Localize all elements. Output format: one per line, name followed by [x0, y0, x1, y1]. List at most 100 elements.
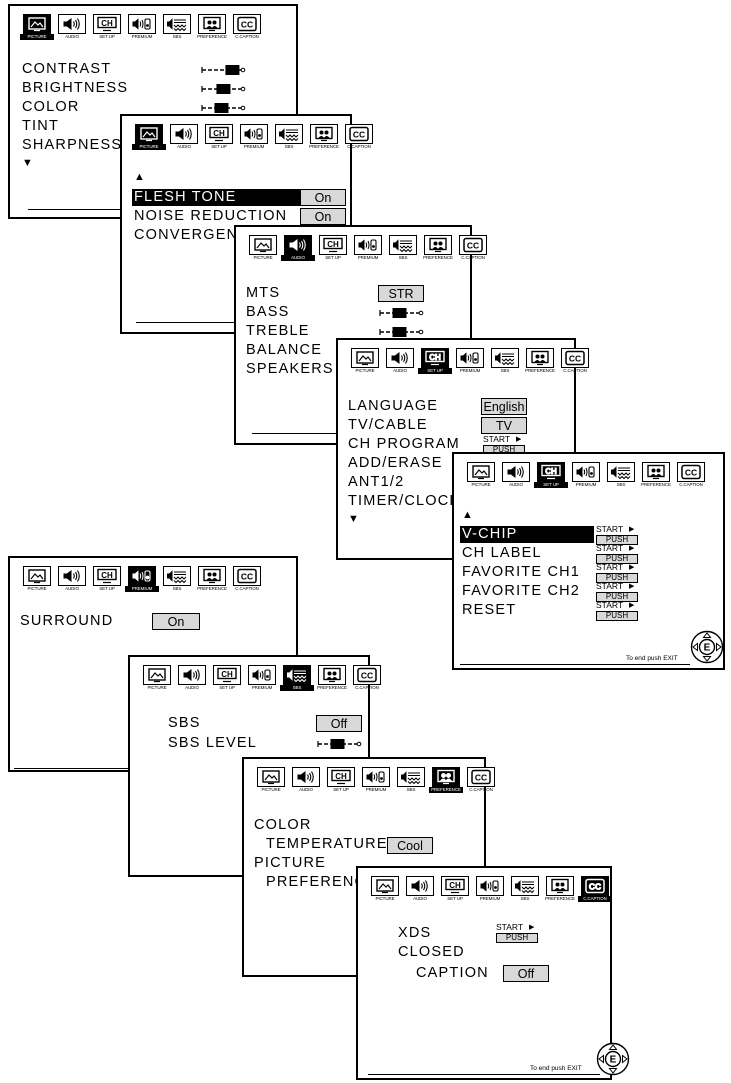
menu-item-color-temperature[interactable]: TEMPERATURE: [266, 836, 388, 852]
tab-audio[interactable]: AUDIO: [55, 566, 89, 592]
contrast-slider[interactable]: [200, 64, 246, 76]
tab-picture[interactable]: PICTURE: [368, 876, 402, 902]
language-value[interactable]: English: [481, 398, 527, 415]
menu-item-xds[interactable]: XDS: [398, 925, 432, 941]
tab-premium[interactable]: PREMIUM: [237, 124, 271, 150]
color-temperature-value[interactable]: Cool: [387, 837, 433, 854]
tab-preference[interactable]: PREFERENCE: [421, 235, 455, 261]
tab-audio[interactable]: AUDIO: [55, 14, 89, 40]
sbs-value[interactable]: Off: [316, 715, 362, 732]
menu-item-add-erase[interactable]: ADD/ERASE: [348, 455, 443, 471]
tab-picture[interactable]: PICTURE: [20, 14, 54, 40]
tab-sbs[interactable]: SBS: [508, 876, 542, 902]
menu-item-caption[interactable]: CAPTION: [416, 965, 489, 981]
menu-item-color[interactable]: COLOR: [254, 817, 312, 833]
tab-sbs[interactable]: SBS: [160, 566, 194, 592]
menu-item-noise-reduction[interactable]: NOISE REDUCTION: [134, 208, 288, 224]
tab-audio[interactable]: AUDIO: [175, 665, 209, 691]
menu-item-favorite-ch2[interactable]: FAVORITE CH2: [462, 583, 581, 599]
menu-item-color[interactable]: COLOR: [22, 99, 80, 115]
menu-item-favorite-ch1[interactable]: FAVORITE CH1: [462, 564, 581, 580]
tab-sbs[interactable]: SBS: [386, 235, 420, 261]
tab-audio[interactable]: AUDIO: [403, 876, 437, 902]
sbs-level-slider[interactable]: [316, 738, 362, 750]
menu-item-reset[interactable]: RESET: [462, 602, 517, 618]
menu-item-speakers[interactable]: SPEAKERS: [246, 361, 334, 377]
tab-preference[interactable]: PREFERENCE: [523, 348, 557, 374]
mts-value[interactable]: STR: [378, 285, 424, 302]
menu-item-closed[interactable]: CLOSED: [398, 944, 465, 960]
tab-premium[interactable]: PREMIUM: [569, 462, 603, 488]
menu-item-picture-preference[interactable]: PREFERENCE: [266, 874, 378, 890]
menu-item-brightness[interactable]: BRIGHTNESS: [22, 80, 129, 96]
tab-audio[interactable]: AUDIO: [499, 462, 533, 488]
tab-sbs[interactable]: SBS: [272, 124, 306, 150]
menu-item-v-chip[interactable]: V-CHIP: [460, 526, 594, 543]
tab-preference[interactable]: PREFERENCE: [543, 876, 577, 902]
tab-sbs[interactable]: SBS: [488, 348, 522, 374]
tab-sbs[interactable]: SBS: [394, 767, 428, 793]
caption-value[interactable]: Off: [503, 965, 549, 982]
menu-item-balance[interactable]: BALANCE: [246, 342, 323, 358]
tab-picture[interactable]: PICTURE: [464, 462, 498, 488]
menu-item-surround[interactable]: SURROUND: [20, 613, 114, 629]
menu-item-bass[interactable]: BASS: [246, 304, 290, 320]
menu-item-sbs-level[interactable]: SBS LEVEL: [168, 735, 257, 751]
tab-premium[interactable]: PREMIUM: [359, 767, 393, 793]
treble-slider[interactable]: [378, 326, 424, 338]
bass-slider[interactable]: [378, 307, 424, 319]
tab-premium[interactable]: PREMIUM: [245, 665, 279, 691]
menu-item-treble[interactable]: TREBLE: [246, 323, 310, 339]
brightness-slider[interactable]: [200, 83, 246, 95]
tab-audio[interactable]: AUDIO: [289, 767, 323, 793]
menu-item-sbs[interactable]: SBS: [168, 715, 201, 731]
tab-picture[interactable]: PICTURE: [20, 566, 54, 592]
tab-premium[interactable]: PREMIUM: [453, 348, 487, 374]
color-slider[interactable]: [200, 102, 246, 114]
tab-preference[interactable]: PREFERENCE: [307, 124, 341, 150]
menu-item-flesh-tone[interactable]: FLESH TONE: [132, 189, 304, 206]
menu-item-ch-program[interactable]: CH PROGRAM: [348, 436, 460, 452]
tab-preference[interactable]: PREFERENCE: [639, 462, 673, 488]
tab-preference[interactable]: PREFERENCE: [195, 14, 229, 40]
menu-item-ant[interactable]: ANT1/2: [348, 474, 405, 490]
tab-audio[interactable]: AUDIO: [167, 124, 201, 150]
menu-item-timer-clock[interactable]: TIMER/CLOCK: [348, 493, 461, 509]
tab-sbs[interactable]: SBS: [160, 14, 194, 40]
surround-value[interactable]: On: [152, 613, 200, 630]
tab-picture[interactable]: PICTURE: [132, 124, 166, 150]
menu-item-convergence[interactable]: CONVERGENCE: [134, 227, 261, 243]
tab-premium[interactable]: PREMIUM: [473, 876, 507, 902]
tab-premium[interactable]: PREMIUM: [351, 235, 385, 261]
tab-picture[interactable]: PICTURE: [246, 235, 280, 261]
menu-item-tv-cable[interactable]: TV/CABLE: [348, 417, 428, 433]
menu-item-ch-label[interactable]: CH LABEL: [462, 545, 542, 561]
menu-item-sharpness[interactable]: SHARPNESS: [22, 137, 123, 153]
tab-picture[interactable]: PICTURE: [254, 767, 288, 793]
tab-sbs[interactable]: SBS: [604, 462, 638, 488]
menu-item-picture[interactable]: PICTURE: [254, 855, 327, 871]
tab-preference[interactable]: PREFERENCE: [315, 665, 349, 691]
tab-picture[interactable]: PICTURE: [348, 348, 382, 374]
tab-audio[interactable]: AUDIO: [281, 235, 315, 261]
